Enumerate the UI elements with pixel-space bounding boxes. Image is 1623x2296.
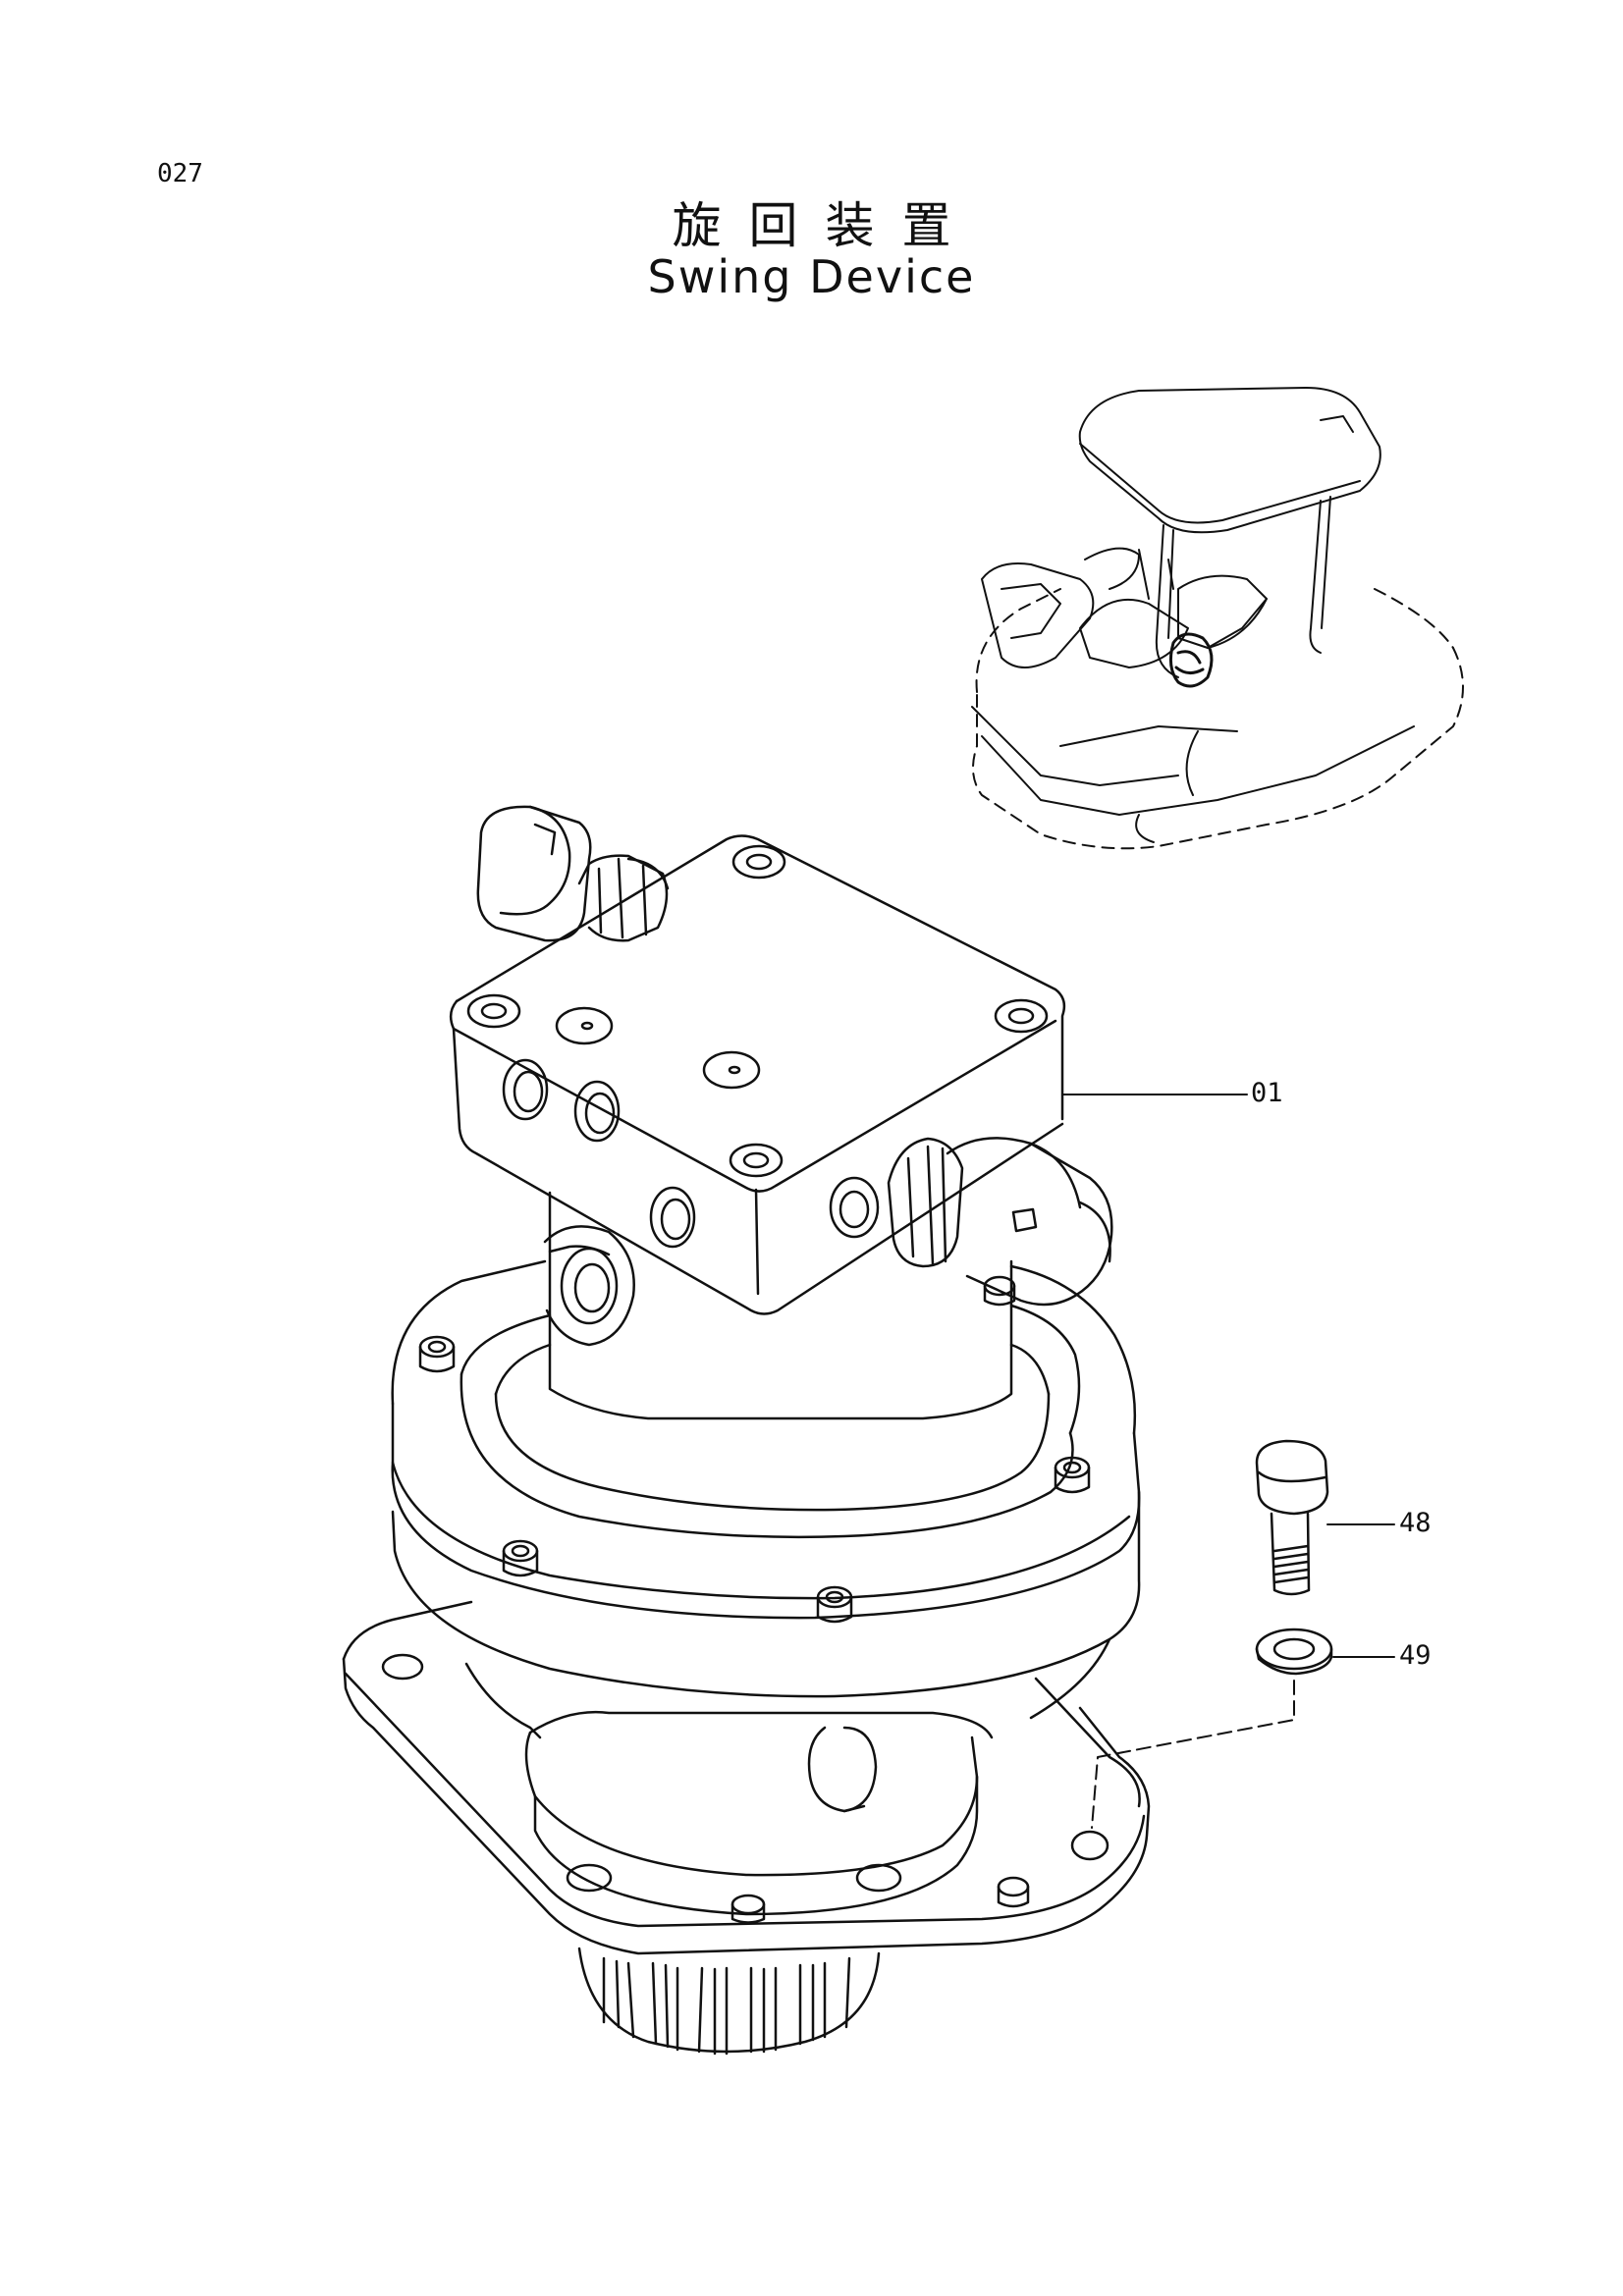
- base-plate-holes: [381, 1653, 1109, 1924]
- leader-lines: [1061, 1094, 1395, 1829]
- machine-location-inset: [971, 387, 1464, 850]
- callout-part-48: 48: [1399, 1508, 1432, 1538]
- callout-part-01: 01: [1251, 1078, 1283, 1108]
- rear-fitting: [476, 805, 670, 942]
- flange-bolts: [418, 1275, 1091, 1624]
- bolt-part-48: [1255, 1439, 1329, 1596]
- front-fitting: [887, 1137, 1113, 1307]
- page-title-english: Swing Device: [647, 250, 976, 303]
- swing-motor-assembly: [342, 805, 1151, 2056]
- washer-part-49: [1255, 1628, 1333, 1676]
- valve-block-ports: [502, 1058, 880, 1249]
- valve-block-bolts: [466, 844, 1049, 1178]
- pinion-gear: [577, 1947, 881, 2056]
- page-number: 027: [157, 159, 203, 188]
- page-title-japanese: 旋回装置: [672, 197, 979, 254]
- callout-part-49: 49: [1399, 1640, 1432, 1671]
